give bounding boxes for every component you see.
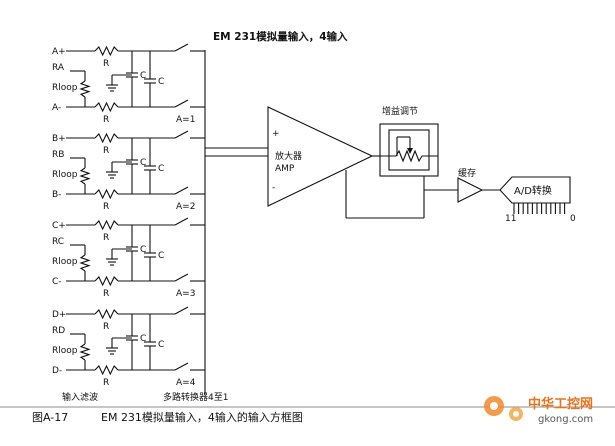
terminal-negative: D-	[52, 366, 62, 376]
terminal-positive: A+	[52, 47, 66, 57]
capacitor-label: C	[158, 77, 164, 87]
adc-bit-high: 11	[505, 214, 516, 224]
ref-resistor-label: RC	[52, 237, 64, 247]
resistor-label: R	[103, 115, 109, 125]
loop-resistor-icon	[79, 167, 91, 185]
amp-label-en: AMP	[275, 164, 295, 174]
caption-fig: 图A-17	[32, 411, 68, 424]
adc-box	[499, 176, 571, 204]
capacitor-label: C	[140, 71, 146, 81]
input-channels: A+RARloopA-RRCCA=1B+RBRloopB-RRCCA=2C+RC…	[52, 43, 205, 388]
mux-select-label: A=1	[176, 115, 195, 125]
capacitor-label: C	[158, 251, 164, 261]
capacitor-label: C	[140, 245, 146, 255]
adc-label: A/D转换	[514, 184, 552, 197]
loop-resistor-icon	[79, 343, 91, 361]
watermark-url: gkong.com	[538, 414, 593, 425]
pot-arrow-icon	[407, 148, 413, 154]
caption-text: EM 231模拟量输入，4输入的输入方框图	[101, 410, 303, 424]
ref-resistor-label: RB	[52, 150, 64, 160]
resistor-label: R	[103, 146, 109, 156]
mux-select-label: A=4	[176, 378, 196, 388]
resistor-icon	[94, 219, 119, 231]
ref-resistor-label: RA	[52, 63, 65, 73]
capacitor-label: C	[158, 340, 164, 350]
loop-resistor-label: Rloop	[52, 83, 78, 93]
terminal-positive: C+	[52, 221, 66, 231]
resistor-label: R	[103, 202, 109, 212]
resistor-label: R	[103, 233, 109, 243]
adc-bit-low: 0	[570, 214, 576, 224]
mux-select-label: A=3	[176, 289, 195, 299]
amp-label-cn: 放大器	[275, 150, 302, 162]
resistor-label: R	[103, 378, 109, 388]
buffer-triangle	[457, 177, 484, 203]
mux-switch-icon	[174, 273, 189, 282]
terminal-negative: A-	[52, 103, 61, 113]
amp-minus-sign: -	[272, 183, 275, 193]
loop-resistor-icon	[79, 254, 91, 272]
resistor-icon	[94, 188, 119, 200]
terminal-negative: B-	[52, 190, 61, 200]
adc-bit-lines	[513, 203, 566, 214]
resistor-label: R	[103, 322, 109, 332]
loop-resistor-icon	[79, 80, 91, 98]
terminal-negative: C-	[52, 277, 62, 287]
watermark-logo	[484, 396, 523, 421]
diagram-title: EM 231模拟量输入，4输入	[213, 30, 348, 43]
mux-switch-icon	[174, 217, 189, 226]
resistor-icon	[94, 45, 119, 57]
capacitor-label: C	[140, 158, 146, 168]
mux-switch-icon	[174, 362, 189, 371]
capacitor-label: C	[140, 334, 146, 344]
terminal-positive: D+	[52, 310, 66, 320]
mux-switch-icon	[174, 99, 189, 108]
loop-resistor-label: Rloop	[52, 170, 78, 180]
gain-inner-box	[388, 129, 430, 171]
gain-label: 增益调节	[382, 105, 418, 117]
mux-switch-icon	[174, 306, 189, 315]
terminal-positive: B+	[52, 134, 66, 144]
loop-resistor-label: Rloop	[52, 257, 78, 267]
resistor-icon	[94, 364, 119, 376]
resistor-label: R	[103, 289, 109, 299]
buffer-label: 缓存	[458, 167, 476, 179]
mux-label: 多路转换器4至1	[163, 391, 228, 403]
loop-resistor-label: Rloop	[52, 346, 78, 356]
mux-switch-icon	[174, 186, 189, 195]
resistor-icon	[94, 308, 119, 320]
watermark-cn: 中华工控网	[528, 396, 593, 412]
resistor-icon	[94, 132, 119, 144]
mux-select-label: A=2	[176, 202, 195, 212]
mux-switch-icon	[174, 43, 189, 52]
amp-plus-sign: +	[272, 129, 280, 139]
capacitor-label: C	[158, 164, 164, 174]
ref-resistor-label: RD	[52, 326, 65, 336]
mux-switch-icon	[174, 130, 189, 139]
resistor-icon	[94, 275, 119, 287]
input-filter-label: 输入滤波	[62, 391, 98, 403]
resistor-icon	[94, 101, 119, 113]
resistor-label: R	[103, 59, 109, 69]
